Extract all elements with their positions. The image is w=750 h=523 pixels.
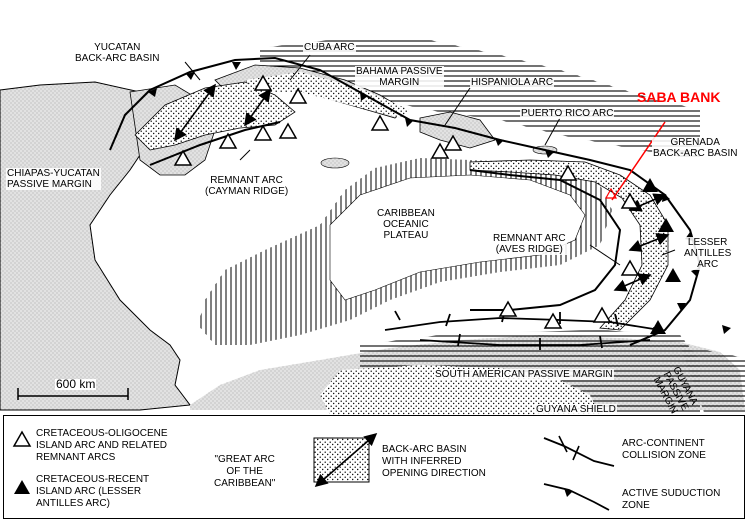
label-hispaniola-arc: HISPANIOLA ARC: [470, 77, 555, 88]
label-remnant-arc-aves: REMNANT ARC (AVES RIDGE): [492, 233, 567, 255]
open-triangles: [173, 74, 640, 329]
saba-bank-pointer: [604, 121, 666, 201]
label-bahama-margin: BAHAMA PASSIVE MARGIN: [355, 66, 444, 88]
filled-triangles: [642, 178, 681, 334]
legend-open-triangle-icon: [12, 430, 32, 447]
legend-back-arc-basin: BACK-ARC BASIN WITH INFERRED OPENING DIR…: [382, 444, 486, 479]
label-remnant-arc-cayman: REMNANT ARC (CAYMAN RIDGE): [204, 175, 290, 197]
label-south-american-margin: SOUTH AMERICAN PASSIVE MARGIN: [434, 369, 614, 380]
legend-cretaceous-recent: CRETACEOUS-RECENT ISLAND ARC (LESSER ANT…: [36, 474, 150, 509]
legend-back-arc-swatch: [313, 437, 370, 483]
label-cuba-arc: CUBA ARC: [303, 42, 356, 53]
legend-subduction-line-icon: [543, 483, 610, 511]
legend-great-arc: "GREAT ARC OF THE CARIBBEAN": [214, 454, 276, 489]
legend-symbols: [12, 430, 615, 511]
label-saba-bank: SABA BANK: [637, 89, 721, 105]
legend-subduction-tooth-icon: [564, 488, 573, 497]
grenada-back-arc-basin: [469, 159, 669, 331]
legend: CRETACEOUS-OLIGOCENE ISLAND ARC AND RELA…: [3, 415, 745, 519]
legend-opening-arrow-icon: [314, 432, 378, 488]
legend-collision-ticks-icon: [558, 435, 580, 461]
legend-active-subduction: ACTIVE SUDUCTION ZONE: [622, 488, 721, 511]
legend-collision-line-icon: [543, 437, 615, 467]
label-yucatan-basin: YUCATAN BACK-ARC BASIN: [74, 42, 161, 64]
label-caribbean-plateau: CARIBBEAN OCEANIC PLATEAU: [376, 208, 436, 241]
label-lesser-antilles-arc: LESSER ANTILLES ARC: [683, 237, 733, 270]
legend-cretaceous-oligocene: CRETACEOUS-OLIGOCENE ISLAND ARC AND RELA…: [36, 428, 168, 463]
scale-label: 600 km: [55, 377, 97, 391]
label-puerto-rico-arc: PUERTO RICO ARC: [520, 108, 615, 119]
label-guyana-shield: GUYANA SHIELD: [535, 404, 617, 415]
label-chiapas-margin: CHIAPAS-YUCATAN PASSIVE MARGIN: [6, 168, 101, 190]
collision-zone-lines: [384, 309, 661, 350]
label-grenada-basin: GRENADA BACK-ARC BASIN: [652, 137, 739, 159]
legend-arc-continent: ARC-CONTINENT COLLISION ZONE: [622, 438, 706, 461]
legend-filled-triangle-icon: [14, 480, 30, 494]
scale-bar: [17, 388, 129, 400]
leader-lines: [184, 54, 676, 266]
cuba-arc-dots: [245, 72, 410, 118]
caribbean-oceanic-plateau: [198, 158, 612, 345]
